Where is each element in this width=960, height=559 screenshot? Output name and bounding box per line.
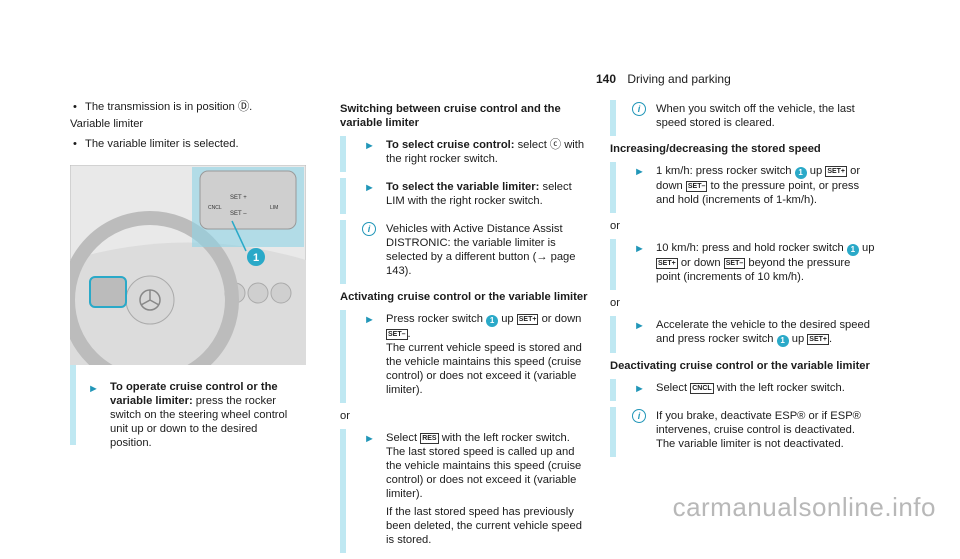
watermark: carmanualsonline.info	[672, 492, 936, 522]
column-1: The transmission is in position Ⓓ. Varia…	[70, 100, 302, 154]
step-bar	[70, 365, 76, 445]
step-select-res: ► Select RES with the left rocker switch…	[340, 429, 592, 553]
text: .	[829, 333, 833, 345]
arrow-icon: ►	[364, 140, 375, 152]
text: beyond the pressure point (increments of…	[656, 257, 851, 283]
set-plus-icon: SET+	[825, 166, 848, 177]
text: or down	[656, 165, 861, 192]
callout-1: 1	[253, 252, 259, 264]
steering-wheel-figure: SET + SET – CNCL LIM 1	[61, 164, 307, 389]
arrow-icon: ►	[88, 383, 99, 395]
step-res-note: If the last stored speed has previously …	[386, 506, 582, 546]
step-operate-title: To operate cruise control or the variabl…	[110, 381, 278, 407]
text: up	[862, 242, 875, 254]
text: up	[501, 313, 514, 325]
info-icon: i	[362, 222, 376, 236]
step-select-cruise-text: select ⓒ with the right rocker switch.	[386, 139, 585, 165]
heading-deactivating: Deactivating cruise control or the varia…	[610, 360, 870, 372]
cncl-icon: CNCL	[690, 383, 714, 394]
text: with the left rocker switch.	[716, 382, 845, 394]
heading-increasing: Increasing/decreasing the stored speed	[610, 143, 821, 155]
step-select-cruise: ► To select cruise control: select ⓒ wit…	[340, 136, 592, 172]
arrow-icon: ►	[364, 314, 375, 326]
bullet-transmission: The transmission is in position Ⓓ.	[70, 100, 302, 114]
text: or down	[541, 313, 582, 325]
step-select-limiter-title: To select the variable limiter:	[386, 181, 540, 193]
variable-limiter-label: Variable limiter	[70, 118, 144, 130]
text: Select	[656, 382, 688, 394]
set-plus-icon: SET+	[807, 334, 829, 345]
text: or down	[680, 257, 721, 269]
column-3: i When you switch off the vehicle, the l…	[610, 100, 875, 463]
step-select-limiter: ► To select the variable limiter: select…	[340, 178, 592, 214]
set-minus-label: SET –	[230, 211, 247, 217]
set-minus-icon: SET–	[723, 258, 746, 269]
note-esp: i If you brake, deactivate ESP® or if ES…	[610, 407, 875, 457]
step-1kmh: ► 1 km/h: press rocker switch 1 up SET+ …	[610, 162, 875, 213]
text: with the left rocker switch.	[441, 432, 570, 444]
step-select-cncl: ► Select CNCL with the left rocker switc…	[610, 379, 875, 401]
or-separator: or	[610, 297, 620, 309]
heading-activating: Activating cruise control or the variabl…	[340, 291, 588, 303]
note-switch-off: i When you switch off the vehicle, the l…	[610, 100, 875, 136]
arrow-icon: ►	[634, 243, 645, 255]
text: Accelerate the vehicle to the desired sp…	[656, 319, 870, 345]
text: Press rocker switch	[386, 313, 483, 325]
steering-wheel-illustration: SET + SET – CNCL LIM 1	[61, 164, 307, 389]
res-icon: RES	[420, 433, 439, 444]
info-icon: i	[632, 409, 646, 423]
text: 1 km/h: press rocker switch	[656, 165, 792, 177]
text: to the pressure point, or press and hold…	[656, 180, 860, 206]
text: Select	[386, 432, 418, 444]
note-esp-text: If you brake, deactivate ESP® or if ESP®…	[656, 410, 861, 450]
set-minus-icon: SET–	[386, 329, 408, 340]
step-res-result: The last stored speed is called up and t…	[386, 446, 582, 500]
lim-label: LIM	[270, 205, 278, 211]
bullet-limiter-selected: The variable limiter is selected.	[70, 137, 302, 151]
callout-1-icon: 1	[846, 244, 859, 256]
cncl-label: CNCL	[208, 205, 222, 211]
page-header: 140 Driving and parking	[596, 72, 731, 86]
step-select-cruise-title: To select cruise control:	[386, 139, 515, 151]
arrow-icon: ►	[364, 182, 375, 194]
set-plus-icon: SET+	[516, 314, 539, 325]
note-switch-off-text: When you switch off the vehicle, the las…	[656, 103, 855, 129]
text: up	[791, 333, 805, 345]
or-separator: or	[340, 410, 350, 422]
note-distronic: i Vehicles with Active Distance Assist D…	[340, 220, 592, 284]
step-operate-text: press the rocker switch on the steer­ing…	[110, 395, 288, 449]
step-operate-cruise: ► To operate cruise control or the varia…	[70, 380, 302, 450]
step-select-limiter-text: select LIM with the right rocker switch.	[386, 181, 572, 207]
info-icon: i	[632, 102, 646, 116]
callout-1-icon: 1	[776, 335, 789, 347]
page-number: 140	[596, 72, 617, 86]
section-title: Driving and parking	[627, 72, 731, 86]
note-distronic-text: Vehicles with Active Distance Assist DIS…	[386, 223, 576, 277]
column-2: Switching between cruise control and the…	[340, 100, 592, 559]
arrow-icon: ►	[634, 166, 645, 178]
callout-1-icon: 1	[486, 315, 499, 327]
arrow-icon: ►	[634, 383, 645, 395]
arrow-icon: ►	[364, 433, 375, 445]
step-accelerate: ► Accelerate the vehicle to the desired …	[610, 316, 875, 353]
step-press-rocker-result: The current vehicle speed is stored and …	[386, 342, 582, 396]
step-10kmh: ► 10 km/h: press and hold rocker switch …	[610, 239, 875, 290]
text: up	[809, 165, 823, 177]
step-press-rocker: ► Press rocker switch 1 up SET+ or down …	[340, 310, 592, 403]
set-minus-icon: SET–	[685, 181, 708, 192]
or-separator: or	[610, 220, 620, 232]
set-plus-icon: SET+	[656, 258, 678, 269]
callout-1-icon: 1	[794, 167, 807, 179]
arrow-icon: ►	[634, 320, 645, 332]
heading-switching: Switching between cruise control and the…	[340, 103, 561, 129]
set-plus-label: SET +	[230, 195, 247, 201]
text: 10 km/h: press and hold rocker switch	[656, 242, 844, 254]
text: .	[407, 328, 411, 340]
